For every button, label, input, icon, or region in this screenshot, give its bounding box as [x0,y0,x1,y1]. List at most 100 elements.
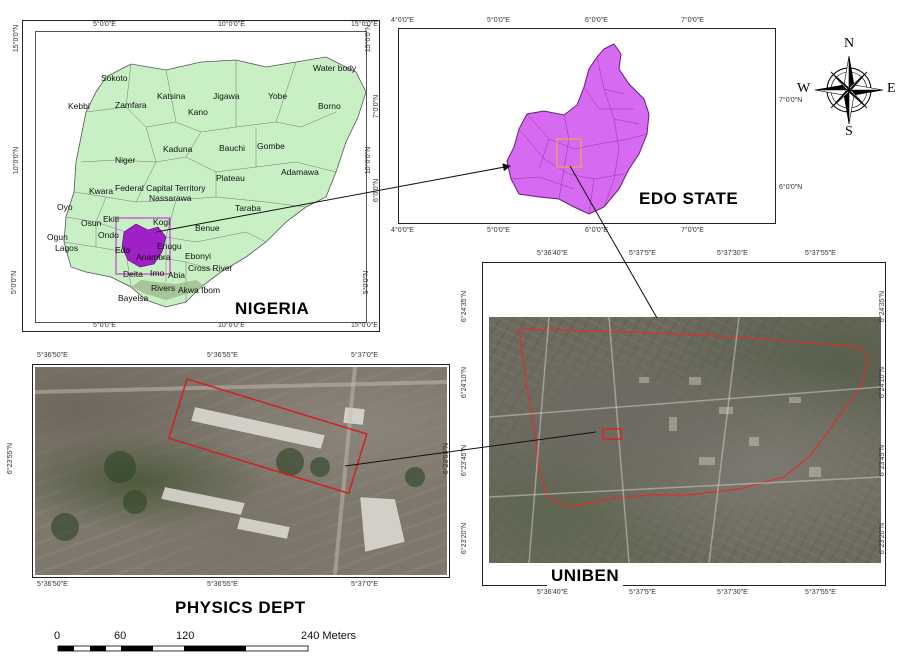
physics-top-coord: 5°36'55"E [207,352,238,359]
edo-right-coord: 6°0'0"N [779,184,803,191]
edo-map-panel: EDO STATE 4°0'0"E 5°0'0"E 6°0'0"E 7°0'0"… [373,17,802,234]
physics-dept-panel: 5°36'50"E 5°36'55"E 5°37'0"E 5°36'50"E 5… [7,352,451,588]
uniben-right-coord: 6°24'10"N [879,366,887,399]
uniben-bottom-coord: 5°37'30"E [717,589,748,596]
nigeria-bottom-coord: 15°0'0"E [351,322,378,329]
uniben-overlay [489,317,881,563]
uniben-map-panel: UNIBEN 5°36'40"E 5°37'5"E 5°37'30"E 5°37… [461,250,887,596]
uniben-bottom-coord: 5°36'40"E [537,589,568,596]
edo-top-coord: 7°0'0"E [681,17,704,24]
state-label-water-body: Water body [313,63,357,73]
scale-label-60: 60 [114,630,127,642]
uniben-boundary [518,328,870,508]
uniben-right-coord: 6°23'45"N [879,444,887,477]
nigeria-left-coord: 5°0'0"N [11,270,19,295]
coastal-delta [131,280,206,300]
state-label-katsina: Katsina [157,91,186,101]
state-label-delta: Delta [123,269,143,279]
nigeria-right-coord: 10°0'0"N [365,146,373,175]
nigeria-bottom-coord: 5°0'0"E [93,322,116,329]
state-label-kano: Kano [188,107,208,117]
nigeria-left-coord: 15°0'0"N [13,24,21,53]
physics-bottom-coord: 5°36'55"E [207,581,238,588]
state-label-rivers: Rivers [151,283,176,293]
uniben-left-coord: 6°24'10"N [461,366,469,399]
state-label-sokoto: Sokoto [101,73,128,83]
uniben-right-coord: 6°23'20"N [879,522,887,555]
uniben-satellite-image [489,317,881,563]
state-label-nassarawa: Nassarawa [149,193,192,203]
nigeria-map-svg [63,56,366,308]
state-label-ebonyi: Ebonyi [185,251,211,261]
edo-state-highlight [121,223,167,268]
uniben-left-coord: 6°23'20"N [461,522,469,555]
edo-left-coord: 7°0'0"N [373,94,381,119]
nigeria-bottom-coord: 10°0'0"E [218,322,245,329]
nigeria-right-coord: 15°0'0"N [365,24,373,53]
physics-bottom-coord: 5°37'0"E [351,581,378,588]
state-label-kebbi: Kebbi [68,101,90,111]
uniben-locator-box [556,138,582,168]
state-label-osun: Osun [81,218,102,228]
nigeria-map-frame [35,31,367,323]
edo-bottom-coord: 4°0'0"E [391,227,414,234]
edo-top-coord: 4°0'0"E [391,17,414,24]
physics-top-coord: 5°36'50"E [37,352,68,359]
nigeria-top-coord: 15°0'0"E [351,21,378,28]
physics-overlay [35,367,447,575]
edo-state-shape [506,43,650,215]
compass-west-label: W [797,81,811,96]
scale-label-0: 0 [54,630,61,642]
uniben-left-coord: 6°24'35"N [461,290,469,323]
physics-bottom-coord: 5°36'50"E [37,581,68,588]
state-label-bauchi: Bauchi [219,143,245,153]
state-label-kogi: Kogi [153,217,171,227]
state-label-gombe: Gombe [257,141,285,151]
uniben-title: UNIBEN [547,566,624,586]
physics-left-coord: 6°23'55"N [7,442,15,475]
uniben-bottom-coord: 5°37'5"E [629,589,656,596]
edo-bottom-coord: 6°0'0"E [585,227,608,234]
state-label-anambra: Anambra [136,252,171,262]
uniben-bottom-coord: 5°37'55"E [805,589,836,596]
uniben-top-coord: 5°37'55"E [805,250,836,257]
state-label-cross-river: Cross River [188,263,233,273]
state-label-ogun: Ogun [47,232,68,242]
state-label-adamawa: Adamawa [281,167,319,177]
edo-top-coord: 6°0'0"E [585,17,608,24]
scale-bar: 0 60 120 240 Meters [54,628,356,652]
edo-title: EDO STATE [639,189,739,208]
state-label-imo: Imo [150,268,165,278]
state-label-jigawa: Jigawa [213,91,240,101]
compass-north-label: N [844,36,855,51]
north-arrow-compass: N S W E [797,36,896,139]
nigeria-title: NIGERIA [235,299,310,318]
edo-top-coord: 5°0'0"E [487,17,510,24]
scale-label-120: 120 [176,630,195,642]
state-label-abia: Abia [168,270,186,280]
physics-dept-title: PHYSICS DEPT [175,598,306,617]
physics-right-coord: 6°23'55"N [443,442,451,475]
state-label-ondo: Ondo [98,230,119,240]
state-label-lagos: Lagos [55,243,79,253]
state-label-akwa-ibom: Akwa Ibom [178,285,221,295]
compass-rose-icon [814,55,884,125]
physics-satellite-image [35,367,447,575]
nigeria-left-coord: 10°0'0"N [13,146,21,175]
edo-bottom-coord: 5°0'0"E [487,227,510,234]
state-label-oyo: Oyo [57,202,73,212]
state-label-kwara: Kwara [89,186,114,196]
nigeria-map-panel: Sokoto Kebbi Zamfara Katsina Jigawa Yobe… [11,20,380,332]
uniben-top-coord: 5°37'30"E [717,250,748,257]
nigeria-right-coord: 5°0'0"N [363,270,371,295]
state-label-fct: Federal Capital Territory [115,183,206,193]
state-label-yobe: Yobe [268,91,288,101]
state-label-plateau: Plateau [216,173,245,183]
state-label-borno: Borno [318,101,341,111]
uniben-top-coord: 5°36'40"E [537,250,568,257]
physics-top-coord: 5°37'0"E [351,352,378,359]
state-label-niger: Niger [115,155,136,165]
edo-right-coord: 7°0'0"N [779,97,803,104]
uniben-right-coord: 6°24'35"N [879,290,887,323]
state-label-zamfara: Zamfara [115,100,147,110]
